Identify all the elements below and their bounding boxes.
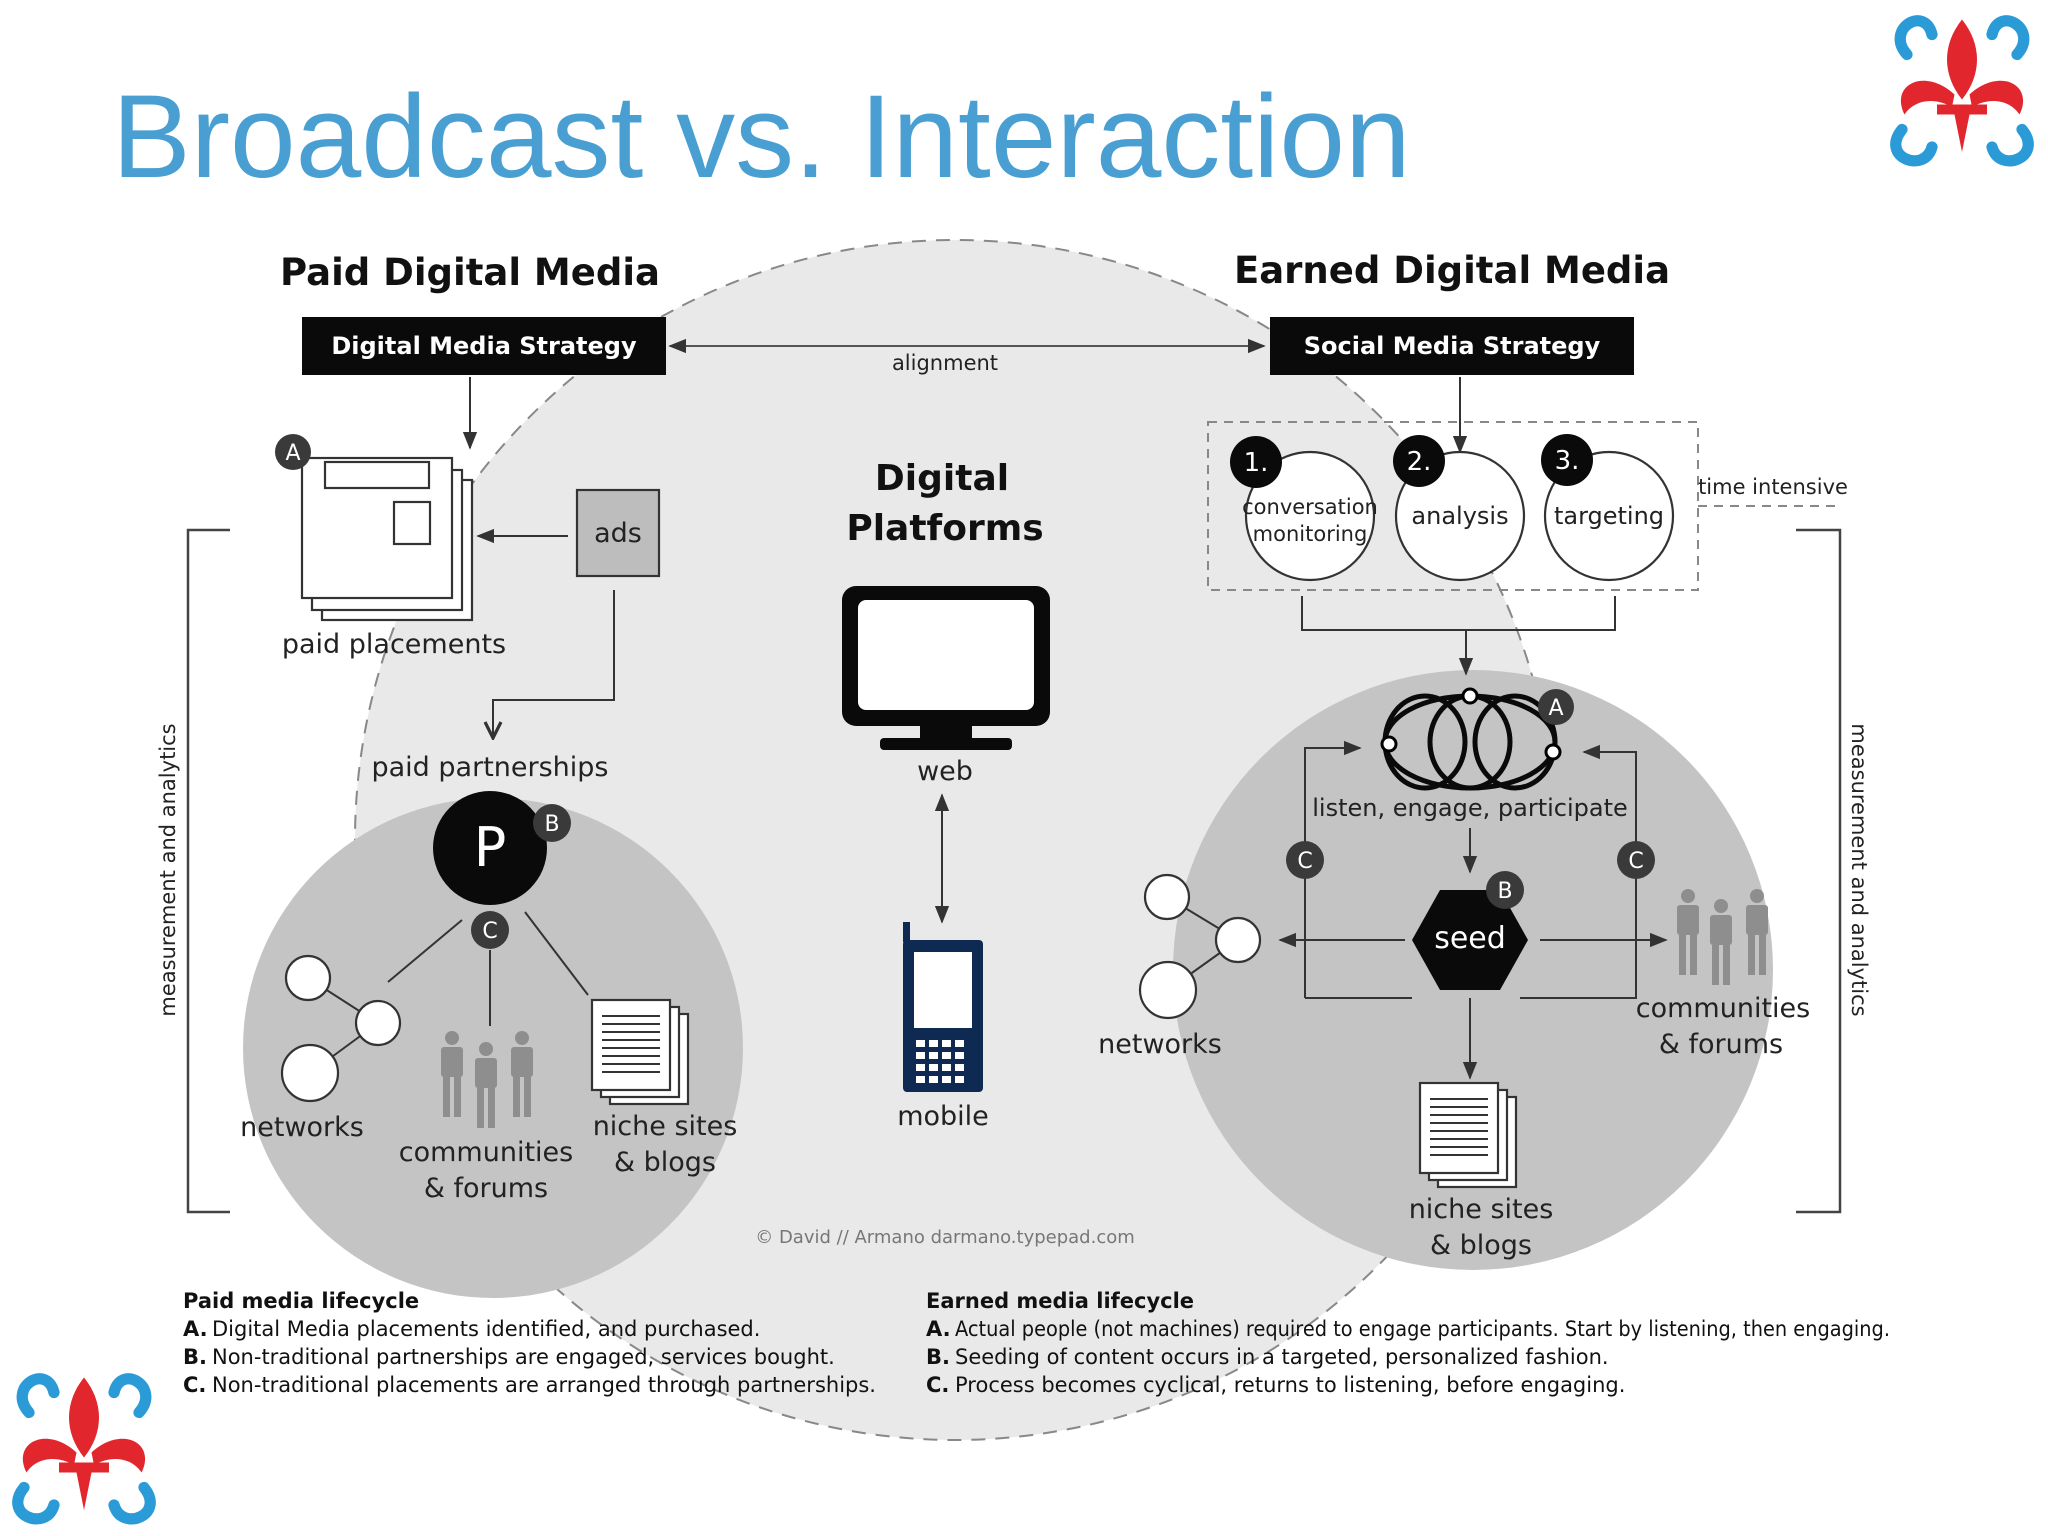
earned-communities-label-1: communities (1636, 993, 1810, 1024)
badge-c-earned-right (1617, 841, 1655, 879)
step-3-number: 3. (1555, 446, 1580, 476)
paid-placements-label: paid placements (282, 629, 506, 660)
earned-communities-label-2: & forums (1659, 1029, 1783, 1060)
social-strategy-bar (1270, 317, 1634, 375)
step-2-number: 2. (1407, 447, 1432, 477)
step-conversation-monitoring (1244, 450, 1376, 582)
paid-lifecycle-key-b: B. (183, 1345, 207, 1369)
badge-b-paid-text: B (544, 812, 559, 837)
web-monitor-icon (842, 586, 1050, 750)
p-to-networks-line (387, 919, 463, 983)
badge-c-paid-text: C (482, 919, 497, 944)
paid-networks-icon (280, 954, 402, 1103)
listen-engage-label: listen, engage, participate (1312, 794, 1628, 822)
earned-networks-label: networks (1098, 1029, 1222, 1060)
ring-dot-right (1544, 743, 1562, 761)
paid-media-heading: Paid Digital Media (280, 251, 660, 294)
paid-lifecycle-item-c: Non-traditional placements are arranged … (212, 1373, 876, 1397)
badge-c-earned-left (1286, 841, 1324, 879)
web-label: web (917, 756, 973, 787)
badge-c-paid (471, 911, 509, 949)
earned-lifecycle-notes: Earned media lifecycle A. Actual people … (926, 1289, 1890, 1397)
earned-lifecycle-item-b: Seeding of content occurs in a targeted,… (955, 1345, 1609, 1369)
badge-b-earned-text: B (1497, 879, 1512, 904)
badge-c-earned-right-text: C (1628, 849, 1643, 874)
ring-dot-top (1461, 687, 1479, 705)
step-2-badge (1393, 435, 1445, 487)
badge-c-earned-left-text: C (1297, 849, 1312, 874)
paid-niche-sites-icon (590, 998, 690, 1106)
paid-media-circle (243, 798, 743, 1298)
step-3-label: targeting (1554, 502, 1664, 530)
earned-networks-icon (1138, 873, 1262, 1020)
fleur-de-lis-logo-top (1890, 15, 2034, 167)
ads-to-partnerships-arrow (493, 590, 615, 738)
earned-lifecycle-key-b: B. (926, 1345, 950, 1369)
badge-b-earned (1486, 871, 1524, 909)
ring-dot-left (1380, 735, 1398, 753)
earned-niche-label-1: niche sites (1409, 1194, 1554, 1225)
social-strategy-label: Social Media Strategy (1304, 332, 1601, 360)
credit-text: © David // Armano darmano.typepad.com (755, 1227, 1135, 1248)
paid-communities-label-1: communities (399, 1137, 573, 1168)
digital-platforms-title-1: Digital (875, 458, 1009, 499)
mobile-phone-icon (903, 922, 983, 1092)
paid-partnerships-label: paid partnerships (372, 752, 609, 783)
badge-a-earned (1538, 689, 1574, 725)
mobile-label: mobile (897, 1101, 989, 1132)
earned-lifecycle-item-a: Actual people (not machines) required to… (955, 1317, 1890, 1341)
paid-networks-label: networks (240, 1112, 364, 1143)
earned-niche-sites-icon (1418, 1081, 1518, 1189)
steps-bracket (1301, 596, 1616, 631)
digital-strategy-bar (302, 317, 666, 375)
paid-lifecycle-key-c: C. (183, 1373, 206, 1397)
step-3-badge (1541, 434, 1593, 486)
fleur-de-lis-logo-bottom (12, 1373, 156, 1525)
earned-lifecycle-title: Earned media lifecycle (926, 1289, 1194, 1313)
badge-a-earned-text: A (1548, 696, 1563, 721)
badge-a-paid-text: A (285, 441, 300, 466)
page-title: Broadcast vs. Interaction (112, 71, 1411, 203)
step-1-badge (1230, 436, 1282, 488)
paid-lifecycle-notes: Paid media lifecycle A. Digital Media pl… (183, 1289, 876, 1397)
digital-strategy-label: Digital Media Strategy (331, 332, 637, 360)
ads-box (575, 488, 661, 578)
digital-platforms-title-2: Platforms (846, 508, 1043, 549)
paid-lifecycle-item-b: Non-traditional partnerships are engaged… (212, 1345, 835, 1369)
time-intensive-label: time intensive (1698, 475, 1848, 499)
step-2-label: analysis (1411, 502, 1508, 530)
measurement-label-right: measurement and analytics (1847, 723, 1871, 1016)
earned-media-heading: Earned Digital Media (1234, 249, 1670, 292)
paid-communities-label-2: & forums (424, 1173, 548, 1204)
p-node-label: P (474, 816, 507, 879)
step-1-label-2: monitoring (1253, 522, 1368, 546)
paid-niche-label-1: niche sites (593, 1111, 738, 1142)
step-1-label-1: conversation (1242, 495, 1378, 519)
paid-lifecycle-key-a: A. (183, 1317, 208, 1341)
paid-lifecycle-item-a: Digital Media placements identified, and… (212, 1317, 760, 1341)
badge-b-paid (533, 804, 571, 842)
alignment-label: alignment (892, 351, 998, 375)
ads-label: ads (594, 518, 642, 549)
right-bracket (1796, 528, 1842, 1214)
paid-niche-label-2: & blogs (614, 1147, 716, 1178)
paid-lifecycle-title: Paid media lifecycle (183, 1289, 419, 1313)
step-1-number: 1. (1244, 448, 1269, 478)
p-node (433, 791, 547, 905)
badge-a-paid (275, 434, 311, 470)
measurement-label-left: measurement and analytics (156, 723, 180, 1016)
earned-lifecycle-key-a: A. (926, 1317, 951, 1341)
time-intensive-box (1207, 421, 1699, 591)
earned-niche-label-2: & blogs (1430, 1230, 1532, 1261)
paid-placements-icon (300, 456, 474, 622)
p-to-niche-line (524, 911, 589, 996)
earned-lifecycle-item-c: Process becomes cyclical, returns to lis… (955, 1373, 1625, 1397)
seed-label: seed (1434, 921, 1506, 956)
earned-lifecycle-key-c: C. (926, 1373, 949, 1397)
seed-hexagon (1412, 890, 1528, 990)
left-bracket (186, 528, 230, 1214)
